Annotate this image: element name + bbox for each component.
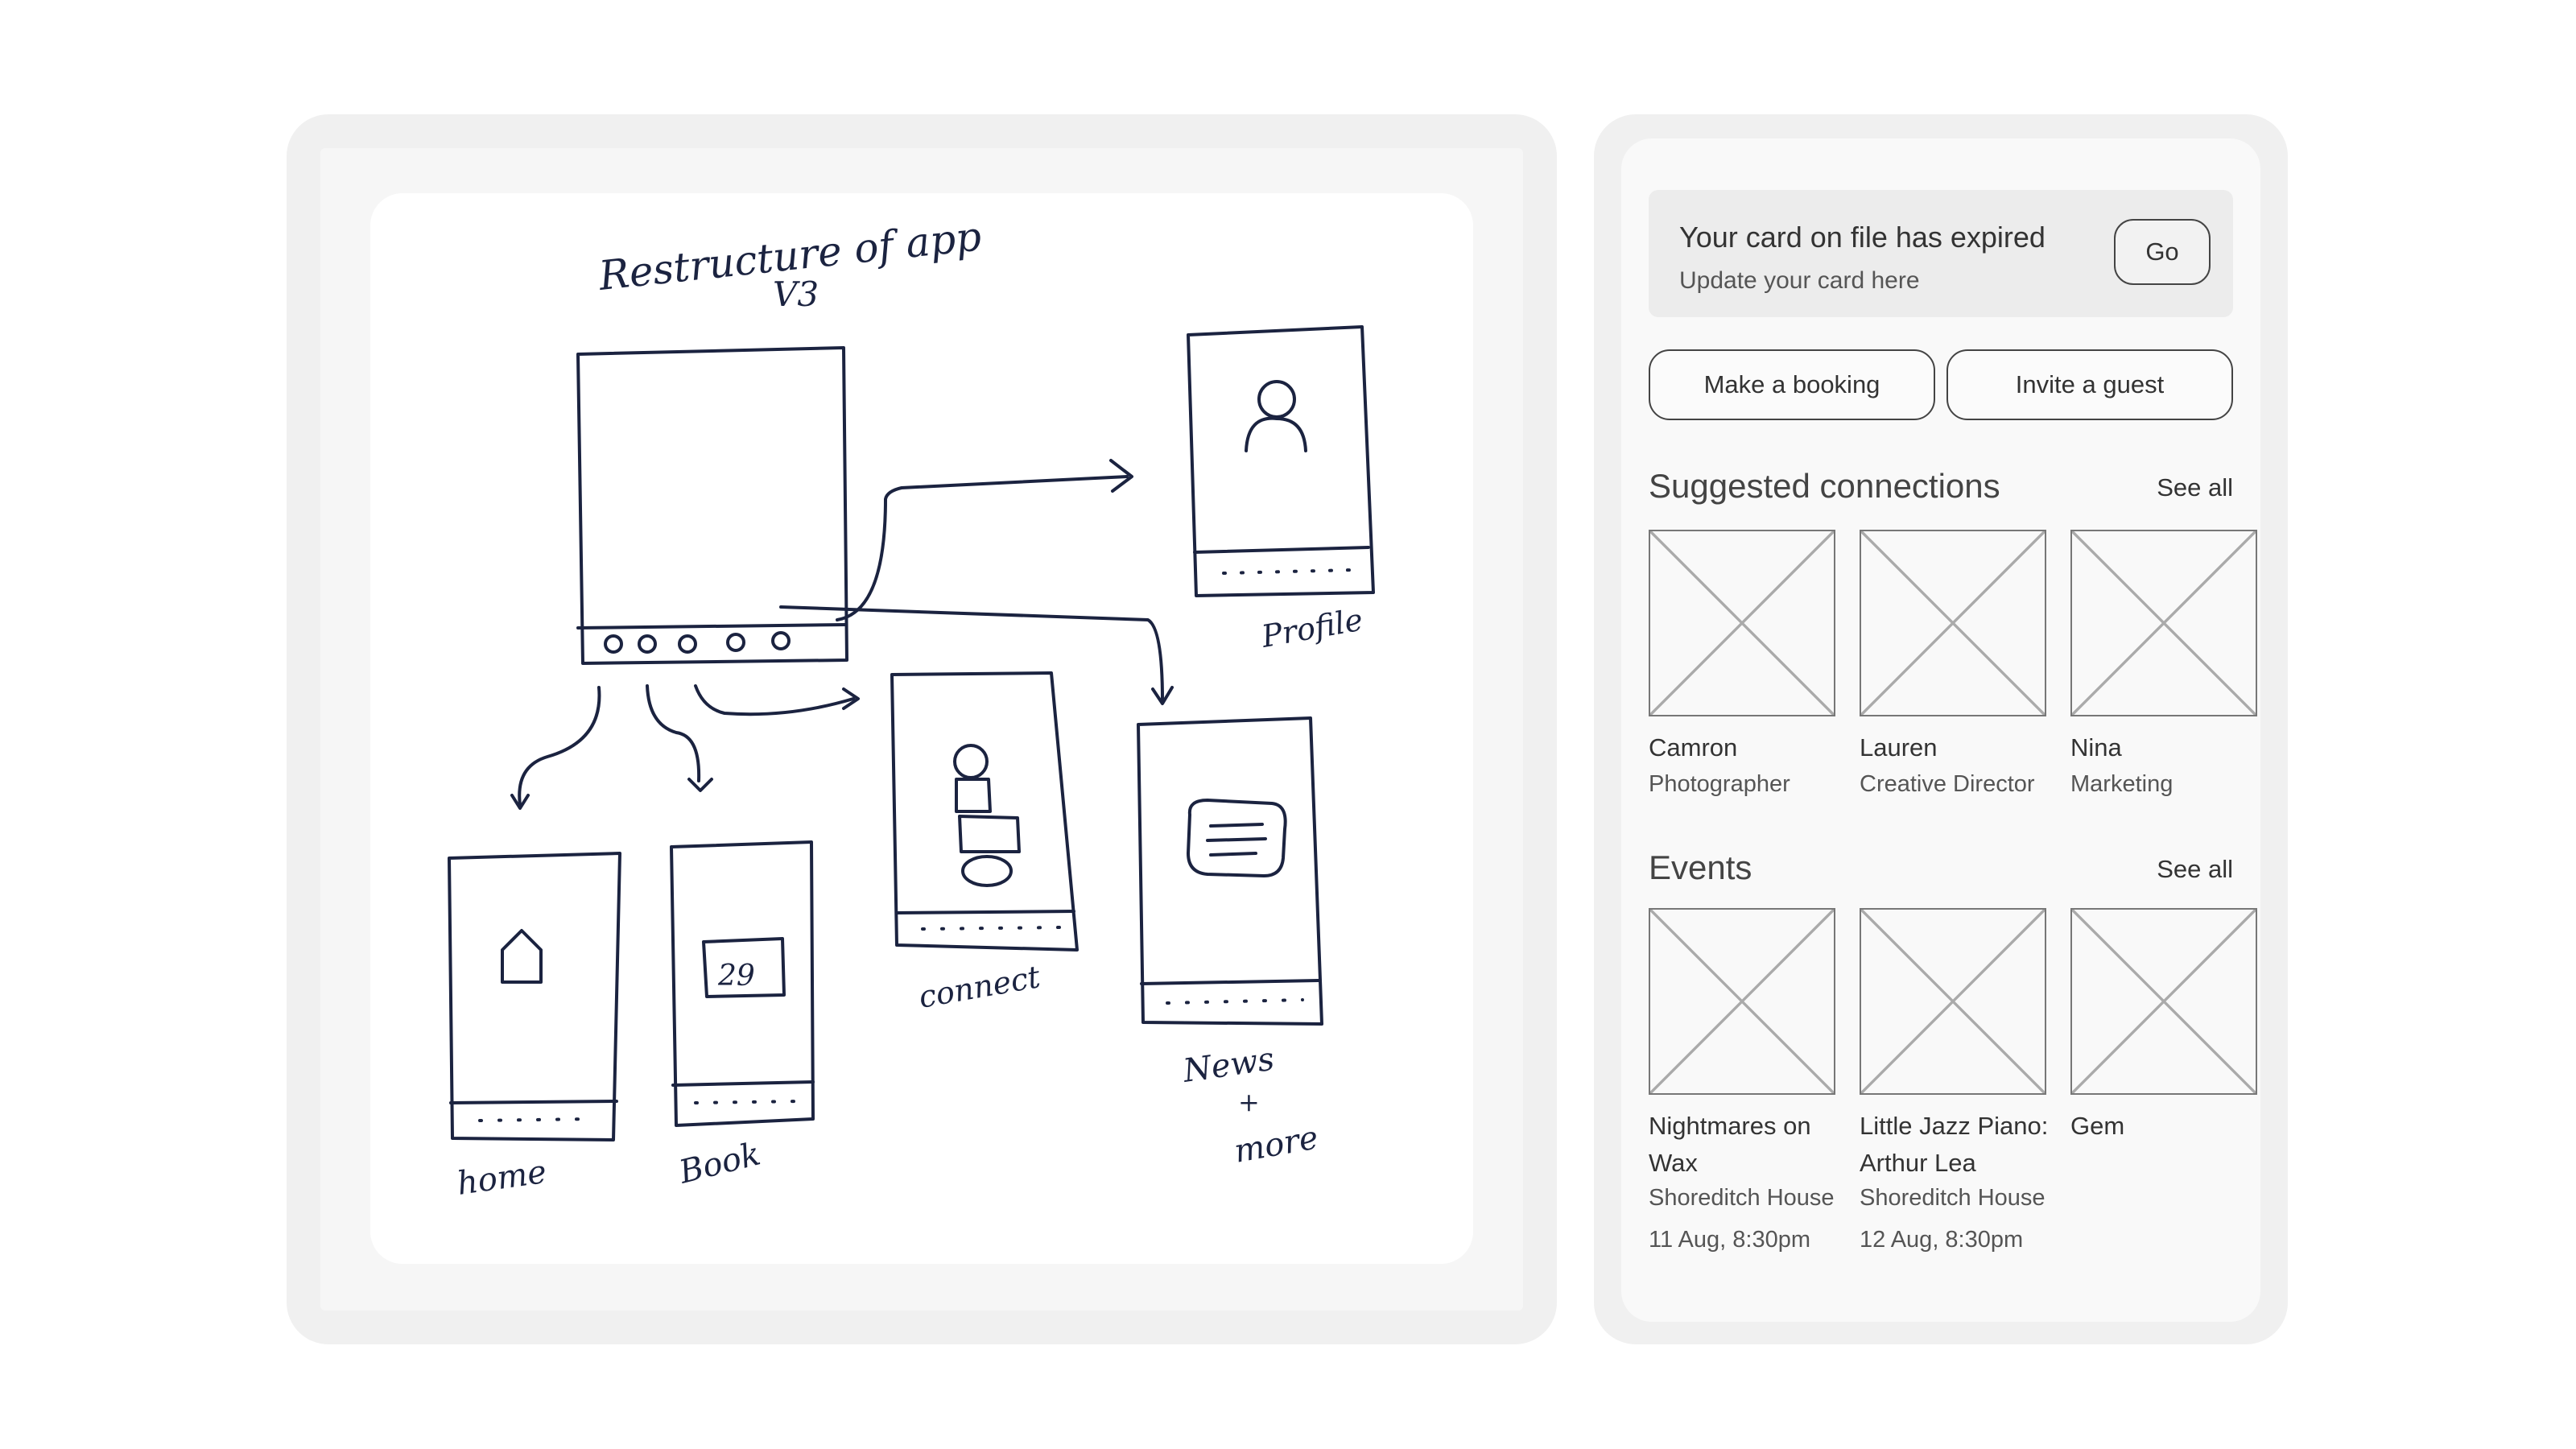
event-name[interactable]: Nightmares on Wax [1649,1112,1811,1177]
connection-role: Marketing [2070,771,2174,797]
connection-role: Photographer [1649,771,1790,797]
connection-role: Creative Director [1860,771,2035,797]
sketch-label-profile: Profile [1258,602,1365,654]
go-button[interactable]: Go [2114,219,2211,285]
sketch-label-news-more: more [1232,1119,1321,1170]
connections-title: Suggested connections [1649,467,2000,505]
sketch-panel: Restructure of app V3 [287,114,1557,1344]
sketch-frame: Restructure of app V3 [320,148,1523,1311]
event-image-placeholder[interactable] [1860,908,2046,1095]
event-name[interactable]: Gem [2070,1112,2125,1140]
event-image-placeholder[interactable] [2070,908,2257,1095]
sketch-profile-screen: Profile [1187,325,1375,654]
sketch-label-news: News [1180,1041,1277,1090]
alert-title: Your card on file has expired [1679,221,2046,254]
connection-name[interactable]: Nina [2070,733,2122,762]
event-venue: Shoreditch House [1860,1185,2046,1211]
connections-see-all-link[interactable]: See all [2157,473,2233,502]
make-booking-button[interactable]: Make a booking [1649,349,1935,420]
sketch-main-screen [576,346,848,665]
sketch-label-home: home [455,1154,549,1203]
sketch-news-screen: News + more [1137,716,1323,1170]
event-venue: Shoreditch House [1649,1185,1835,1211]
invite-guest-button[interactable]: Invite a guest [1946,349,2233,420]
sketch-label-connect: connect [916,959,1043,1015]
sketch-version: V3 [773,275,819,314]
phone-panel: Your card on file has expired Update you… [1594,114,2288,1344]
event-name[interactable]: Little Jazz Piano: Arthur Lea [1860,1112,2049,1177]
events-see-all-link[interactable]: See all [2157,855,2233,883]
sketch-date-number: 29 [717,960,755,993]
expired-card-alert: Your card on file has expired Update you… [1649,190,2233,317]
connection-photo-placeholder[interactable] [1649,530,1835,716]
sketch-label-book: Book [675,1135,764,1191]
connection-name[interactable]: Lauren [1860,733,1938,762]
events-title: Events [1649,848,1752,886]
event-date: 12 Aug, 8:30pm [1860,1227,2024,1253]
connection-name[interactable]: Camron [1649,733,1738,762]
app-structure-sketch: Restructure of app V3 [448,213,1375,1203]
event-date: 11 Aug, 8:30pm [1649,1227,1811,1253]
connection-photo-placeholder[interactable] [2070,530,2257,716]
alert-subtitle[interactable]: Update your card here [1679,267,1920,294]
sketch-book-screen: 29 Book [670,840,815,1191]
sketch-home-screen: home [448,852,621,1203]
sketch-connect-screen: connect [890,671,1079,1015]
connection-photo-placeholder[interactable] [1860,530,2046,716]
phone-screen: Your card on file has expired Update you… [1621,138,2260,1322]
event-image-placeholder[interactable] [1649,908,1835,1095]
sketch-paper: Restructure of app V3 [370,193,1473,1264]
sketch-label-news-plus: + [1238,1087,1260,1117]
